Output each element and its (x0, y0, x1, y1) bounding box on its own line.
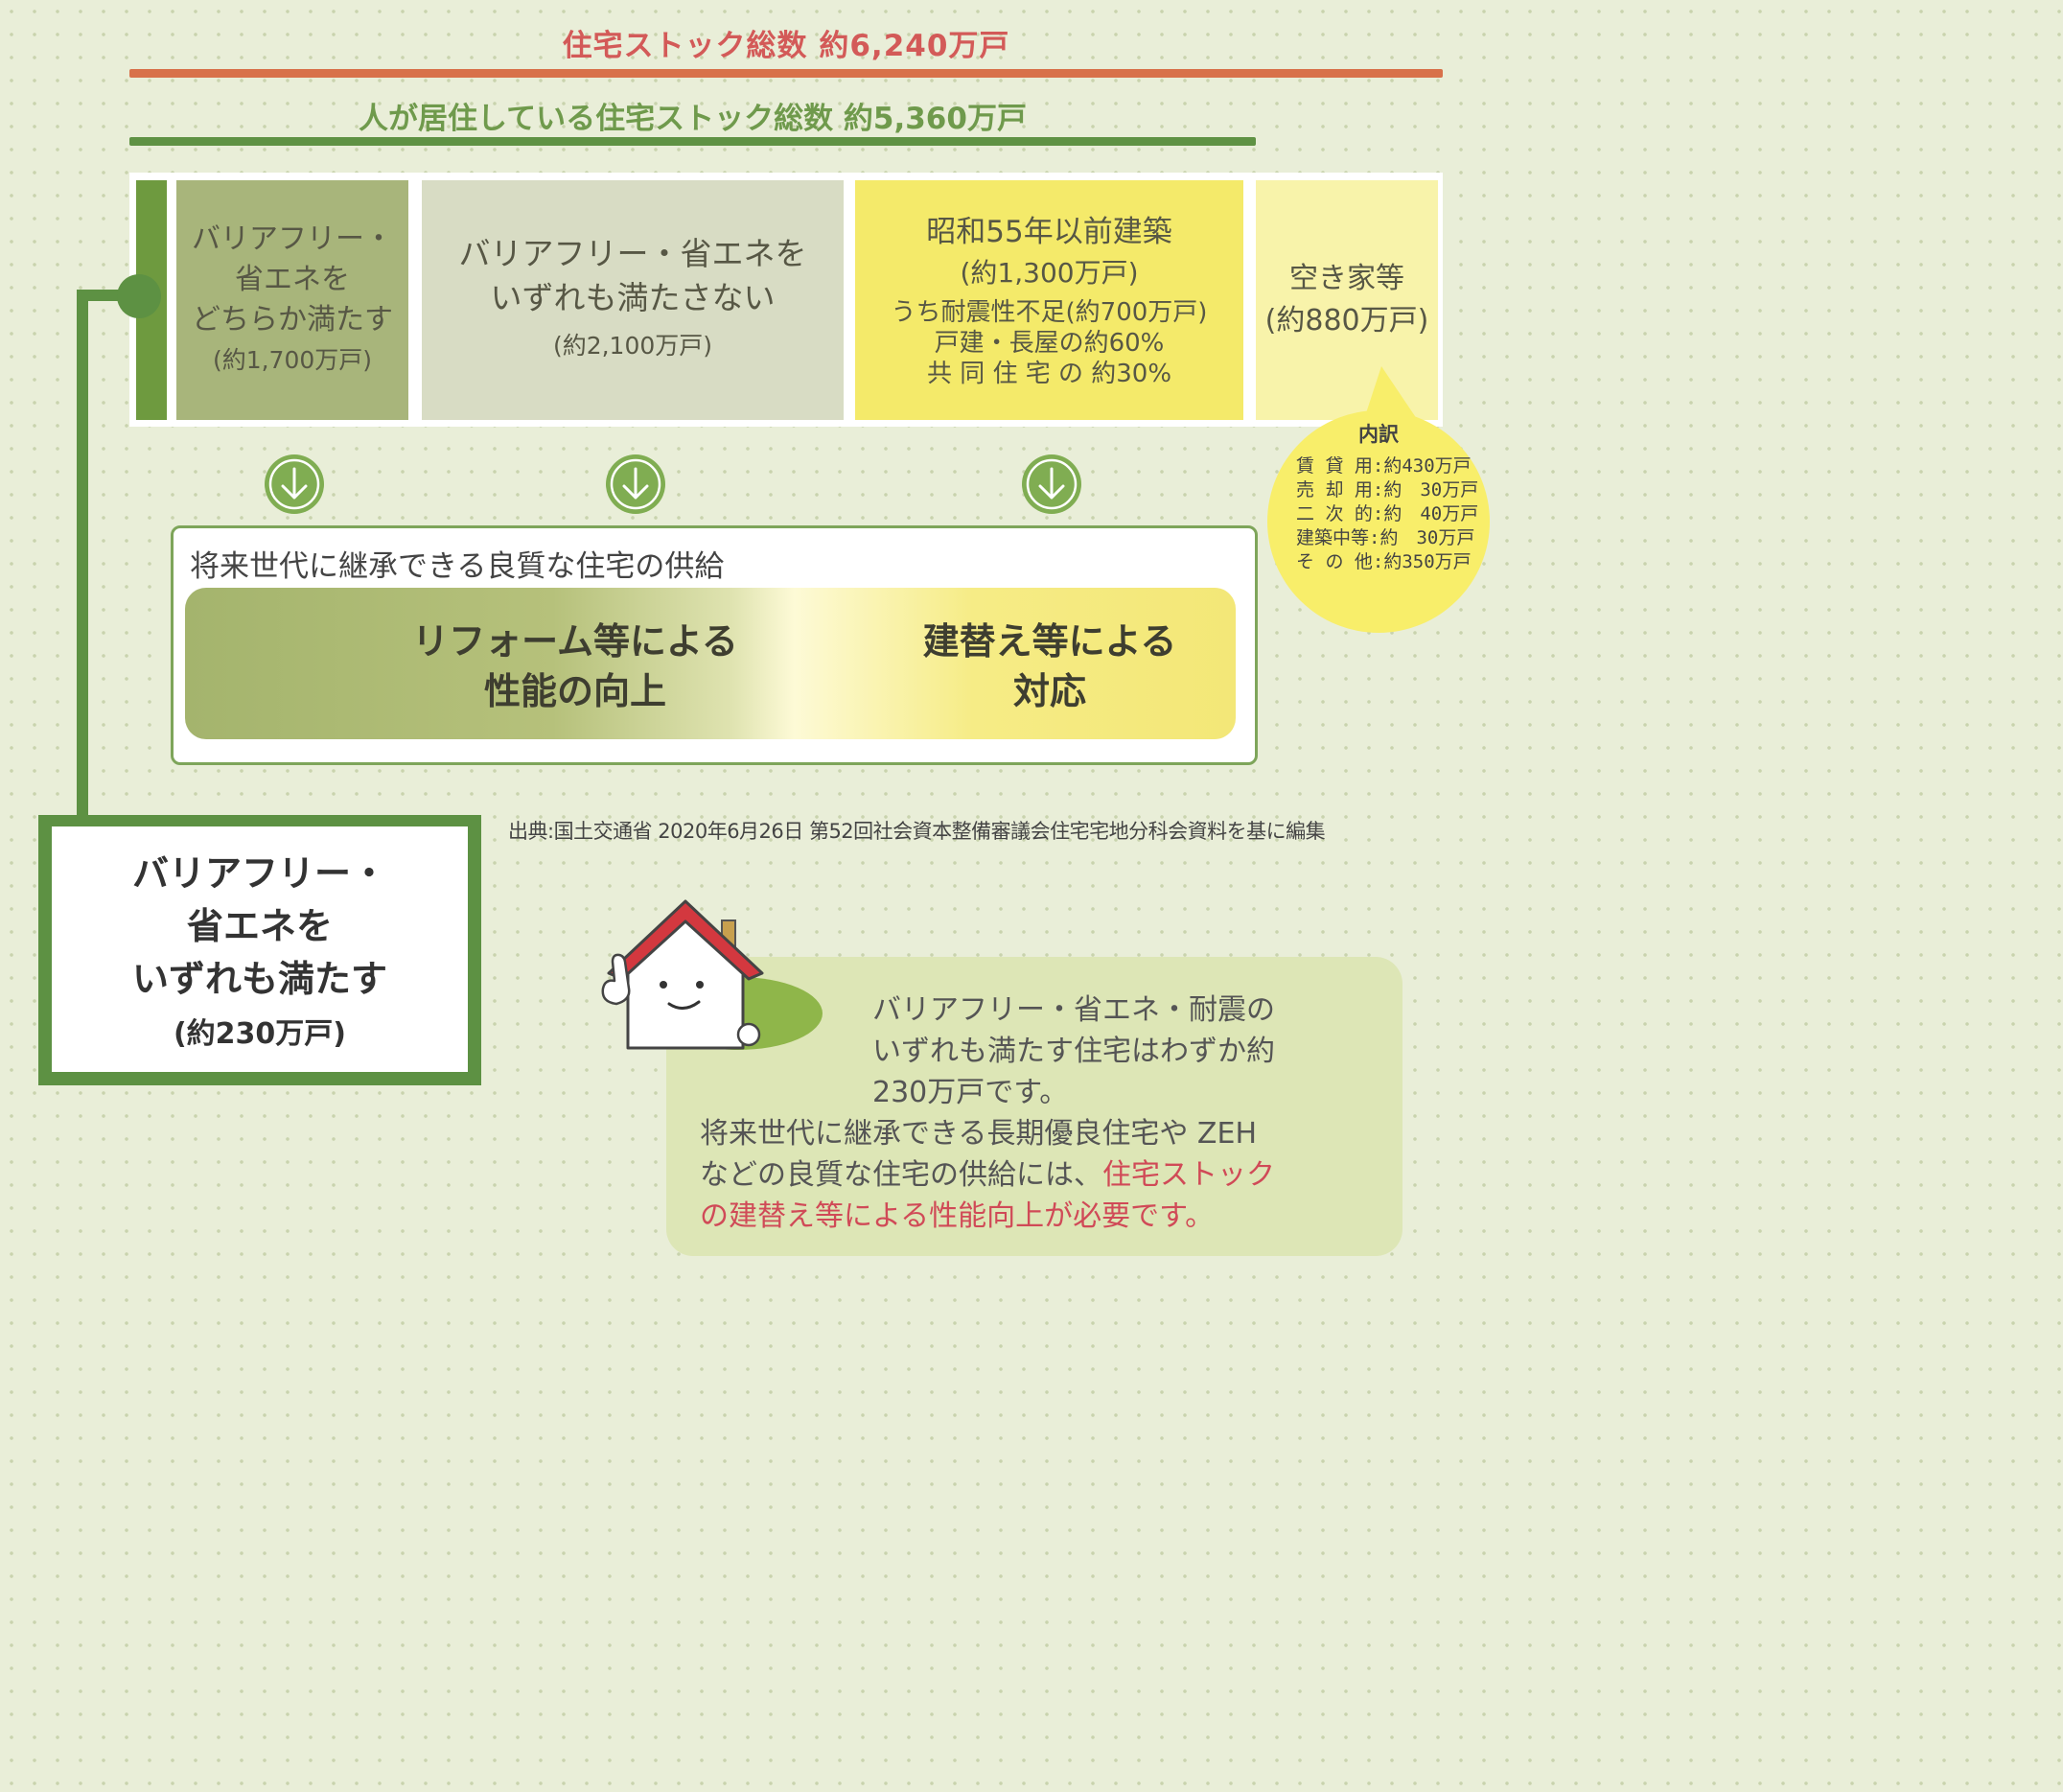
breakdown-row: 売 却 用:約 30万戸 (1296, 479, 1479, 500)
breakdown-label: そ の 他 (1296, 551, 1373, 572)
breakdown-row: 賃 貸 用:約430万戸 (1296, 455, 1472, 477)
rebuild-line1: 建替え等による (922, 620, 1177, 663)
source-citation: 出典:国土交通省 2020年6月26日 第52回社会資本整備審議会住宅宅地分科会… (508, 820, 1326, 843)
note-line5-highlight: 住宅ストック (1102, 1158, 1275, 1192)
note-line: 230万戸です。 (872, 1076, 1069, 1109)
block-one-met-line2: 省エネを (235, 263, 350, 296)
block-none-met-line2: いずれも満たさない (490, 279, 776, 316)
breakdown-value: 約 30万戸 (1383, 479, 1479, 500)
block-vacant: 空き家等 (約880万戸) (1256, 180, 1438, 420)
breakdown-label: 建築中等 (1296, 527, 1370, 548)
down-arrow-icon (265, 454, 324, 514)
breakdown-label: 売 却 用 (1296, 479, 1373, 500)
block-pre-1980: 昭和55年以前建築 (約1,300万戸) うち耐震性不足(約700万戸) 戸建・… (855, 180, 1243, 420)
breakdown-label: 賃 貸 用 (1296, 455, 1373, 477)
rebuild-label: 建替え等による 対応 (868, 617, 1232, 716)
block-vacant-title: 空き家等 (1289, 262, 1404, 295)
all-met-count: (約230万戸) (173, 1016, 347, 1051)
note-line: いずれも満たす住宅はわずか約 (872, 1035, 1275, 1068)
breakdown-row: そ の 他:約350万戸 (1296, 551, 1472, 572)
supply-gradient-band (185, 588, 1236, 739)
occupied-stock-bar (129, 137, 1256, 146)
breakdown-bubble-tail (1364, 366, 1417, 419)
down-arrow-icon (606, 454, 665, 514)
block-one-met-count: (約1,700万戸) (212, 346, 373, 374)
note-line: などの良質な住宅の供給には、住宅ストック (700, 1154, 1380, 1196)
block-pre-1980-title: 昭和55年以前建築 (926, 215, 1172, 249)
block-vacant-count: (約880万戸) (1264, 304, 1429, 337)
note-text: バリアフリー・省エネ・耐震の いずれも満たす住宅はわずか約 230万戸です。 将… (700, 989, 1380, 1237)
all-met-label: バリアフリー・ 省エネを いずれも満たす (132, 848, 387, 1006)
house-mascot-icon (601, 899, 823, 1050)
connector-line (77, 290, 88, 815)
breakdown-bubble (1267, 410, 1490, 633)
occupied-stock-title: 人が居住している住宅ストック総数 約5,360万戸 (359, 102, 1027, 136)
all-met-inner: バリアフリー・ 省エネを いずれも満たす (約230万戸) (52, 826, 468, 1072)
reform-line1: リフォーム等による (412, 620, 738, 663)
reform-line2: 性能の向上 (483, 670, 666, 712)
all-met-line3: いずれも満たす (131, 957, 387, 1000)
block-one-met-line1: バリアフリー・ (192, 222, 393, 256)
connector-dot (117, 274, 161, 318)
block-none-met: バリアフリー・省エネを いずれも満たさない (約2,100万戸) (422, 180, 844, 420)
supply-title: 将来世代に継承できる良質な住宅の供給 (190, 549, 725, 584)
rebuild-line2: 対応 (1012, 670, 1086, 712)
breakdown-value: 約 40万戸 (1383, 503, 1479, 524)
note-line5-plain: などの良質な住宅の供給には、 (700, 1158, 1102, 1192)
breakdown-value: 約350万戸 (1383, 551, 1472, 572)
total-stock-bar (129, 69, 1443, 78)
breakdown-label: 二 次 的 (1296, 503, 1373, 524)
breakdown-title: 内訳 (1358, 423, 1399, 446)
block-pre-1980-sub2: 戸建・長屋の約60% (934, 329, 1165, 358)
note-line: 将来世代に継承できる長期優良住宅や ZEH (700, 1117, 1258, 1151)
breakdown-row: 二 次 的:約 40万戸 (1296, 503, 1479, 524)
note-line: バリアフリー・省エネ・耐震の (872, 993, 1275, 1027)
block-pre-1980-sub3: 共 同 住 宅 の 約30% (926, 360, 1172, 388)
breakdown-row: 建築中等:約 30万戸 (1296, 527, 1475, 548)
reform-label: リフォーム等による 性能の向上 (345, 617, 805, 716)
all-met-line2: 省エネを (186, 904, 333, 947)
all-met-line1: バリアフリー・ (131, 851, 387, 895)
block-pre-1980-sub1: うち耐震性不足(約700万戸) (891, 298, 1208, 327)
total-stock-title: 住宅ストック総数 約6,240万戸 (562, 29, 1010, 63)
down-arrow-icon (1022, 454, 1081, 514)
block-none-met-line1: バリアフリー・省エネを (458, 235, 807, 272)
note-line6-highlight: の建替え等による性能向上が必要です。 (700, 1199, 1215, 1233)
block-none-met-count: (約2,100万戸) (552, 332, 713, 360)
block-one-met-line3: どちらか満たす (192, 303, 393, 337)
breakdown-value: 約 30万戸 (1379, 527, 1475, 548)
block-one-met: バリアフリー・ 省エネを どちらか満たす (約1,700万戸) (176, 180, 408, 420)
breakdown-value: 約430万戸 (1383, 455, 1472, 477)
block-pre-1980-count: (約1,300万戸) (960, 257, 1139, 289)
